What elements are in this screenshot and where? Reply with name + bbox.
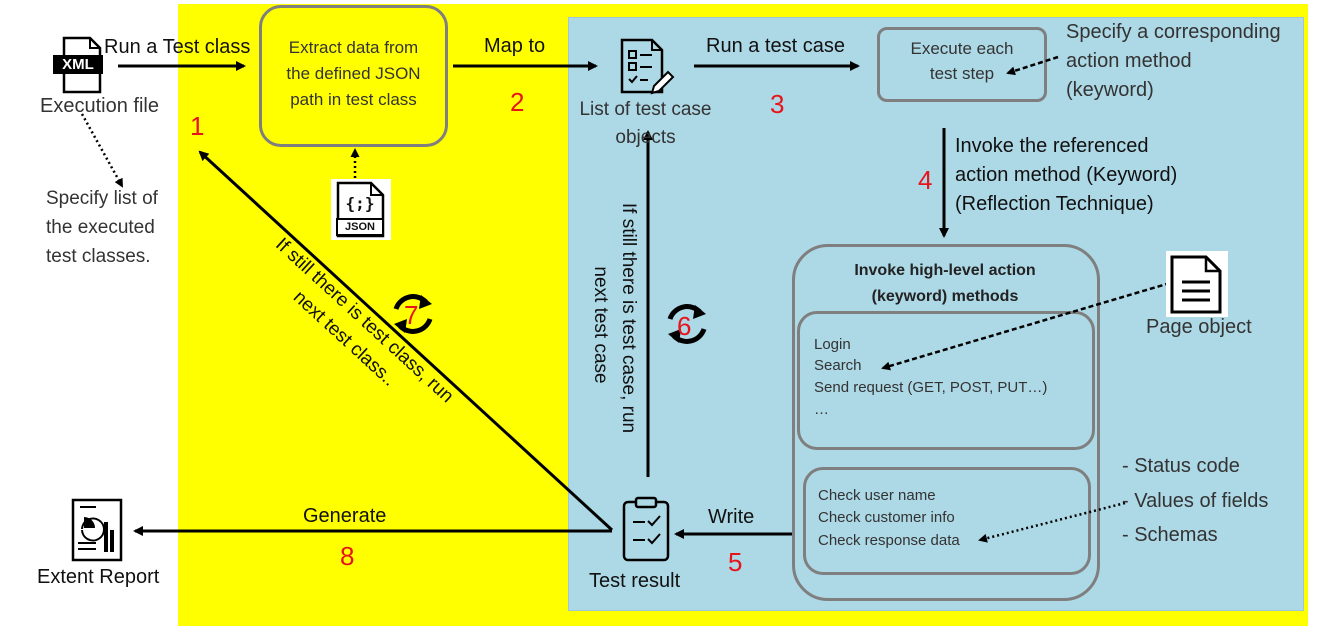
keyword-methods-box xyxy=(792,244,1100,601)
list-objects-line2: objects xyxy=(615,127,676,148)
step-number-3: 3 xyxy=(770,89,785,119)
invoke-referenced-line3: (Reflection Technique) xyxy=(955,193,1154,215)
invoke-high-level-line1: Invoke high-level action xyxy=(854,262,1036,279)
loop-test-case-line2: next test case xyxy=(590,266,611,384)
loop-test-case-line1: If still there is test case, run xyxy=(618,202,639,434)
dashed-arrow-keyword xyxy=(1006,55,1059,76)
extract-line1: Extract data from xyxy=(288,38,419,57)
clipboard-icon xyxy=(622,496,670,562)
dotted-arrow-test-classes xyxy=(80,113,124,188)
check-detail-schemas: - Schemas xyxy=(1122,524,1218,546)
checks-box xyxy=(803,467,1091,575)
xml-icon-label: XML xyxy=(62,56,94,73)
invoke-high-level-line2: (keyword) methods xyxy=(871,288,1019,305)
dotted-arrow-checks xyxy=(978,501,1126,543)
report-icon xyxy=(68,496,124,564)
test-case-list-icon xyxy=(620,38,675,95)
generate-label: Generate xyxy=(303,505,387,527)
arrow-loop-test-class xyxy=(198,150,614,532)
write-label: Write xyxy=(708,506,755,528)
run-test-class-label: Run a Test class xyxy=(104,36,251,58)
action-more: … xyxy=(814,401,829,418)
invoke-referenced-line2: action method (Keyword) xyxy=(955,164,1178,186)
execute-step-line2: test step xyxy=(929,64,995,83)
list-objects-line1: List of test case xyxy=(579,99,712,120)
json-file-icon xyxy=(331,179,391,240)
execution-file-label: Execution file xyxy=(40,95,159,117)
refresh-icon-test-case xyxy=(667,304,707,344)
test-classes-note-line2: the executed xyxy=(46,217,155,238)
step-number-8: 8 xyxy=(340,541,355,571)
extract-line3: path in test class xyxy=(290,90,417,109)
specify-keyword-line1: Specify a corresponding xyxy=(1066,21,1281,43)
extract-data-box xyxy=(259,5,448,147)
json-icon-braces: {;} xyxy=(345,194,375,213)
test-result-label: Test result xyxy=(589,570,681,592)
step-number-1: 1 xyxy=(190,111,205,141)
specify-keyword-line2: action method xyxy=(1066,50,1192,72)
step-number-5: 5 xyxy=(728,547,743,577)
step-number-2: 2 xyxy=(510,87,525,117)
action-search: Search xyxy=(814,357,862,374)
actions-box xyxy=(797,311,1095,450)
step-number-6: 6 xyxy=(677,311,692,341)
map-to-label: Map to xyxy=(484,35,546,57)
xml-file-icon xyxy=(53,36,103,94)
json-icon-label: JSON xyxy=(345,221,375,233)
check-customer-info: Check customer info xyxy=(818,509,955,526)
dashed-arrow-page-object xyxy=(881,281,1171,371)
action-login: Login xyxy=(814,336,851,353)
test-classes-note-line1: Specify list of xyxy=(46,188,158,209)
action-send-request: Send request (GET, POST, PUT…) xyxy=(814,379,1048,396)
test-classes-note-line3: test classes. xyxy=(46,246,151,267)
page-object-icon xyxy=(1166,251,1228,317)
check-detail-status: - Status code xyxy=(1122,455,1240,477)
step-number-7: 7 xyxy=(404,300,419,330)
run-test-case-label: Run a test case xyxy=(706,35,845,57)
extract-line2: the defined JSON xyxy=(286,64,421,83)
check-user-name: Check user name xyxy=(818,487,936,504)
execute-step-line1: Execute each xyxy=(910,39,1014,58)
refresh-icon-test-class xyxy=(393,294,433,334)
invoke-referenced-line1: Invoke the referenced xyxy=(955,135,1149,157)
execute-step-box xyxy=(877,27,1047,102)
specify-keyword-line3: (keyword) xyxy=(1066,79,1154,101)
check-response-data: Check response data xyxy=(818,532,960,549)
step-number-4: 4 xyxy=(918,165,933,195)
extent-report-label: Extent Report xyxy=(37,566,160,588)
check-detail-values: - Values of fields xyxy=(1122,490,1269,512)
page-object-label: Page object xyxy=(1146,316,1252,338)
